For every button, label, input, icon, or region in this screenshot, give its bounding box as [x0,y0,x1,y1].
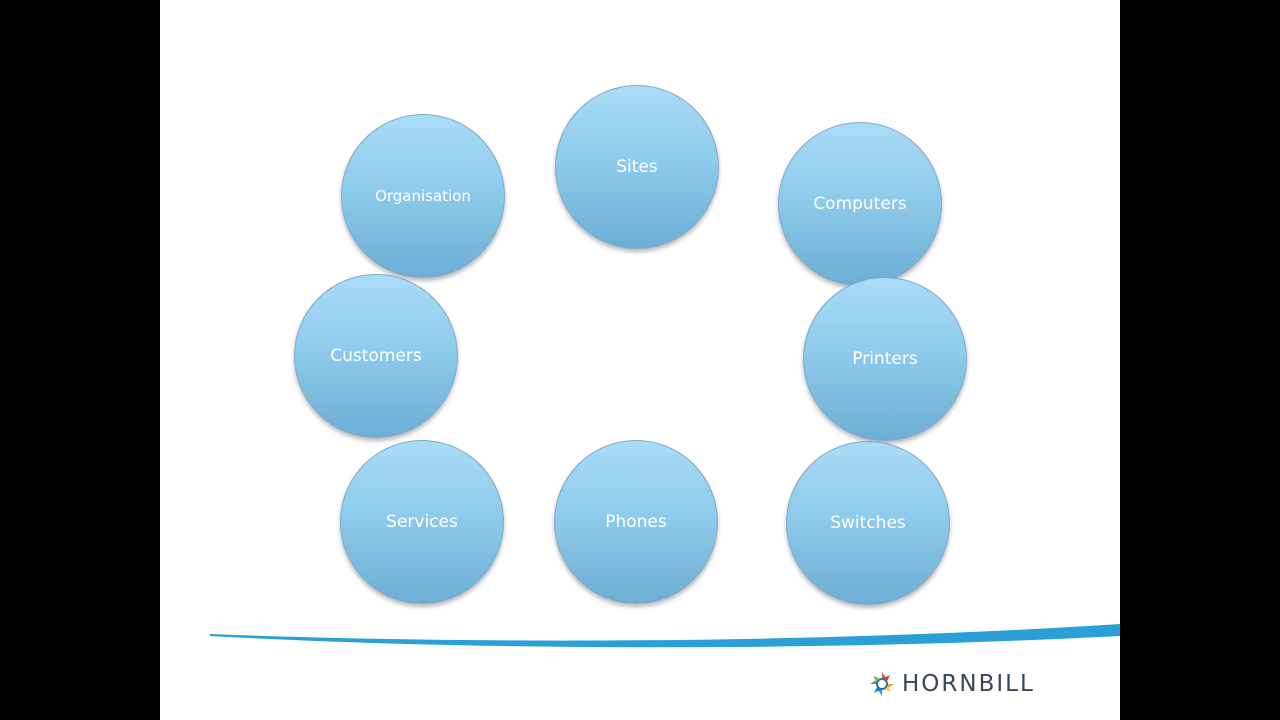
node-printers: Printers [803,277,967,441]
node-customers: Customers [294,274,458,438]
swoosh-line [210,624,1120,648]
node-phones: Phones [554,440,718,604]
hornbill-logo: HORNBILL [868,669,1035,699]
node-label: Customers [330,346,422,366]
node-services: Services [340,440,504,604]
node-label: Services [386,512,458,532]
brand-name: HORNBILL [902,671,1035,697]
hornbill-logo-icon [870,672,894,696]
node-label: Phones [605,512,667,532]
node-label: Computers [813,194,907,214]
slide: Organisation Sites Computers Customers P… [160,0,1120,720]
node-computers: Computers [778,122,942,286]
node-label: Sites [616,157,658,177]
node-organisation: Organisation [341,114,505,278]
node-label: Organisation [375,187,471,205]
node-label: Switches [830,513,906,533]
node-switches: Switches [786,441,950,605]
node-sites: Sites [555,85,719,249]
node-label: Printers [852,349,918,369]
